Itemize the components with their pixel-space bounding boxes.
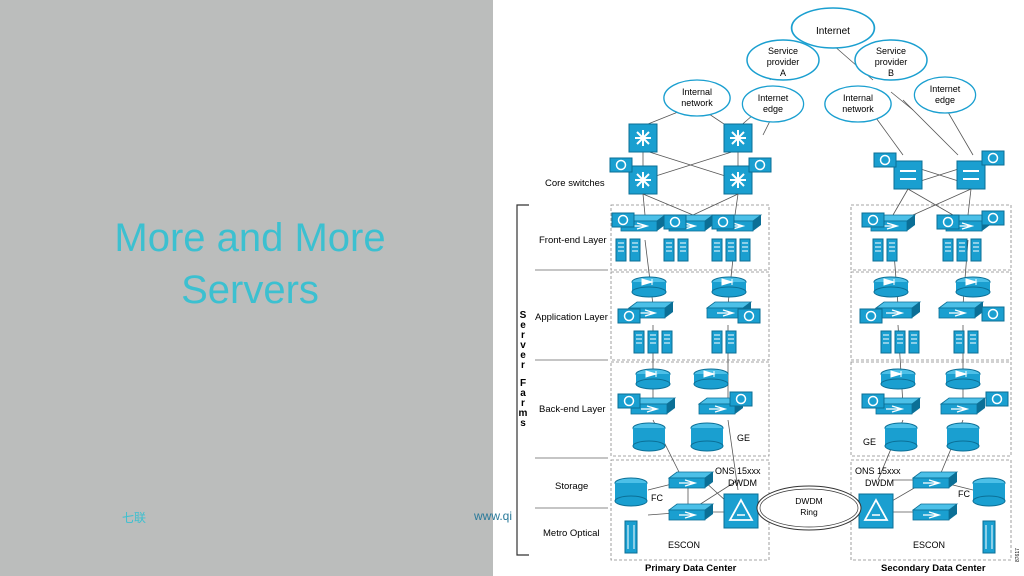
cloud-internal-network-left: Internal network: [663, 79, 731, 117]
label-primary-data-center: Primary Data Center: [645, 563, 737, 574]
cloud-internet-edge-right: Internet edge: [913, 76, 977, 114]
label-escon-primary: ESCON: [668, 540, 700, 550]
label-secondary-data-center: Secondary Data Center: [881, 563, 986, 574]
svg-text:Internal: Internal: [843, 93, 873, 103]
label-metro-optical: Metro Optical: [543, 528, 600, 539]
label-front-end-layer: Front-end Layer: [539, 235, 607, 246]
storage-primary: FC ONS 15xxx DWDM ESCON: [614, 466, 761, 554]
label-core-switches: Core switches: [545, 178, 605, 189]
svg-text:Internal: Internal: [682, 87, 712, 97]
svg-text:network: network: [842, 104, 874, 114]
label-ons-primary-2: DWDM: [728, 478, 757, 488]
cloud-internet: Internet: [790, 7, 876, 49]
left-panel: [0, 0, 493, 576]
server-farms-letter: r: [521, 360, 525, 371]
label-storage: Storage: [555, 481, 588, 492]
footer-brand: 七联: [122, 511, 147, 525]
slide-title: More and More Servers: [114, 216, 386, 312]
cloud-internet-edge-left: Internet edge: [741, 85, 805, 123]
label-ons-primary-1: ONS 15xxx: [715, 466, 761, 476]
core-switches-secondary: [873, 150, 1005, 190]
svg-text:provider: provider: [767, 57, 800, 67]
application-layer-secondary: [859, 276, 1005, 354]
svg-text:A: A: [780, 68, 786, 78]
cloud-service-provider-a: Service provider A: [746, 39, 820, 81]
server-farms-letter: r: [521, 330, 525, 341]
server-farms-letter: F: [520, 378, 526, 389]
label-ge-secondary: GE: [863, 437, 876, 447]
server-farms-letter: r: [521, 398, 525, 409]
svg-text:Internet: Internet: [758, 93, 789, 103]
figure-id: 87617: [1015, 548, 1021, 562]
svg-text:edge: edge: [935, 95, 955, 105]
back-end-layer-secondary: GE: [861, 368, 1009, 452]
label-fc-secondary: FC: [958, 489, 970, 499]
label-ons-secondary-2: DWDM: [865, 478, 894, 488]
label-ons-secondary-1: ONS 15xxx: [855, 466, 901, 476]
label-escon-secondary: ESCON: [913, 540, 945, 550]
layer-dividers: [535, 269, 608, 509]
svg-text:Service: Service: [876, 46, 906, 56]
server-farms-letter: S: [520, 310, 527, 321]
svg-text:provider: provider: [875, 57, 908, 67]
front-end-primary: [611, 212, 762, 262]
svg-text:Internet: Internet: [816, 26, 850, 37]
server-farms-letter: e: [520, 320, 526, 331]
svg-text:B: B: [888, 68, 894, 78]
server-farms-letter: s: [520, 418, 526, 429]
cloud-internal-network-right: Internal network: [824, 85, 892, 123]
front-end-secondary: [861, 210, 1005, 262]
label-ge-primary: GE: [737, 433, 750, 443]
server-farms-letter: e: [520, 350, 526, 361]
svg-text:Internet: Internet: [930, 84, 961, 94]
dwdm-ring: DWDM Ring: [756, 485, 862, 531]
server-farms-letter: a: [520, 388, 526, 399]
svg-text:network: network: [681, 98, 713, 108]
back-end-layer-primary: GE: [617, 368, 753, 452]
label-back-end-layer: Back-end Layer: [539, 404, 606, 415]
server-farms-bracket: [516, 204, 529, 556]
storage-secondary: FC ONS 15xxx DWDM ESCON: [855, 466, 1006, 554]
label-fc-primary: FC: [651, 493, 663, 503]
secondary-dc-zones: [850, 204, 1012, 561]
footer-url: www.qi: [474, 509, 513, 523]
svg-text:edge: edge: [763, 104, 783, 114]
cloud-service-provider-b: Service provider B: [854, 39, 928, 81]
svg-text:Ring: Ring: [800, 507, 818, 517]
application-layer-primary: [617, 276, 761, 354]
svg-text:Service: Service: [768, 46, 798, 56]
core-switches-primary: [609, 123, 772, 195]
server-farms-letter: m: [519, 408, 528, 419]
label-application-layer: Application Layer: [535, 312, 608, 323]
data-center-diagram: Internet Service provider A Service prov…: [516, 7, 1021, 574]
server-farms-letter: v: [520, 340, 526, 351]
svg-text:DWDM: DWDM: [795, 496, 822, 506]
